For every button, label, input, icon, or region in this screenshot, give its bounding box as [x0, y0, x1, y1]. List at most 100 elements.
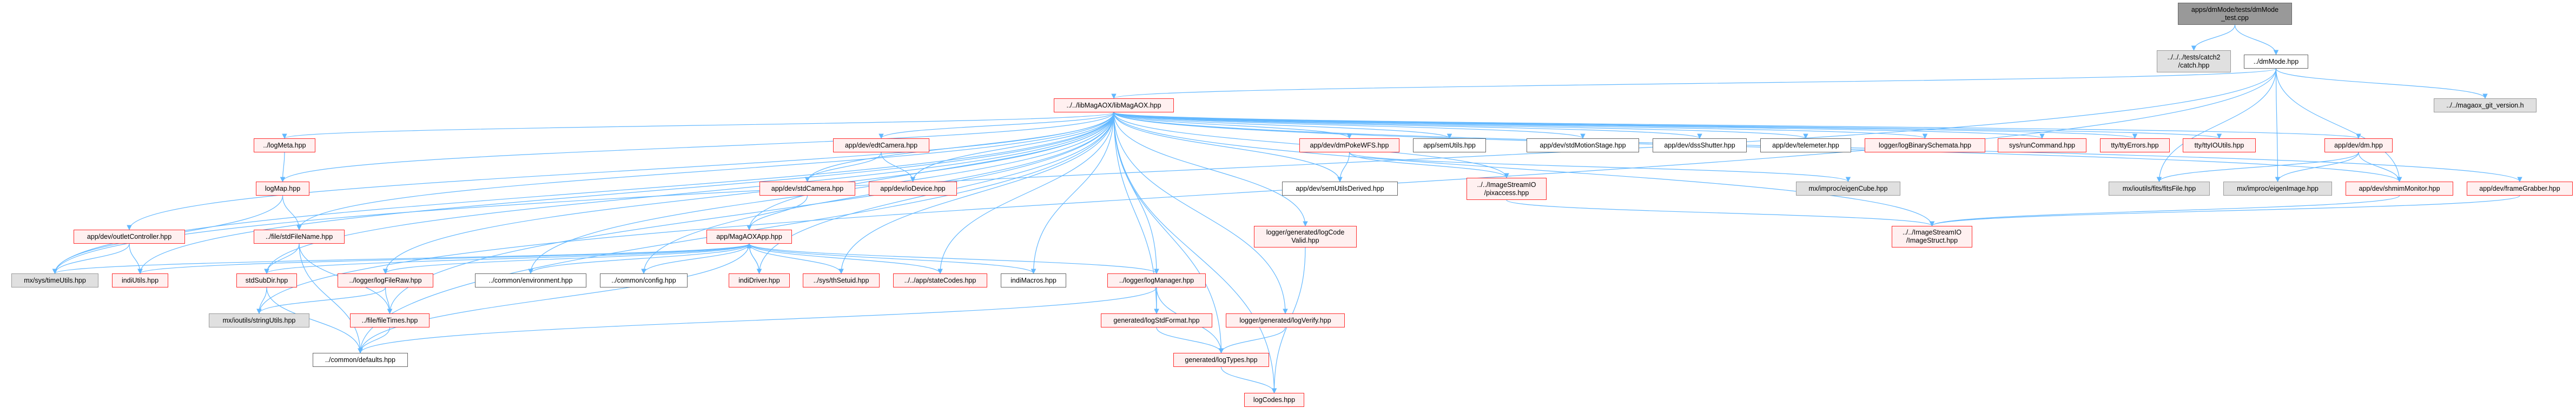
node-logManager[interactable]: ../logger/logManager.hpp [1107, 273, 1206, 287]
node-config[interactable]: ../common/config.hpp [600, 273, 688, 287]
node-eigenImage[interactable]: mx/improc/eigenImage.hpp [2223, 182, 2332, 196]
node-fileTimes[interactable]: ../file/fileTimes.hpp [350, 313, 430, 327]
edge-libMagAOX-to-dssShutter [1113, 112, 1702, 139]
node-defaults[interactable]: ../common/defaults.hpp [313, 353, 408, 367]
edge-libMagAOX-to-semUtilsDerived [1113, 112, 1343, 182]
edge-libMagAOX-to-outletController [127, 112, 1114, 230]
edge-MagAOXApp-to-indiUtils [137, 243, 750, 274]
node-logVerify[interactable]: logger/generated/logVerify.hpp [1226, 313, 1345, 327]
edge-libMagAOX-to-dm [1113, 112, 2361, 139]
node-edtCamera[interactable]: app/dev/edtCamera.hpp [833, 138, 929, 152]
node-logCodes[interactable]: logCodes.hpp [1244, 393, 1304, 407]
node-logMeta[interactable]: ../logMeta.hpp [254, 138, 315, 152]
node-catch[interactable]: ../../../tests/catch2 /catch.hpp [2157, 50, 2231, 72]
node-dmPokeWFS[interactable]: app/dev/dmPokeWFS.hpp [1299, 138, 1399, 152]
edge-libMagAOX-to-logBinarySchemata [1113, 112, 1927, 139]
node-logMap[interactable]: logMap.hpp [256, 182, 309, 196]
edge-libMagAOX-to-runCommand [1113, 112, 2045, 139]
node-stdCamera[interactable]: app/dev/stdCamera.hpp [759, 182, 855, 196]
node-dmMode[interactable]: ../dmMode.hpp [2244, 55, 2308, 69]
edge-outletController-to-indiUtils [129, 243, 143, 274]
node-libMagAOX[interactable]: ../../libMagAOX/libMagAOX.hpp [1054, 98, 1174, 112]
edge-libMagAOX-to-shmimMonitor [1113, 112, 2402, 182]
node-thSetuid[interactable]: ../sys/thSetuid.hpp [803, 273, 880, 287]
edge-libMagAOX-to-ttyIOUtils [1113, 112, 2222, 139]
node-logFileRaw[interactable]: ../logger/logFileRaw.hpp [338, 273, 433, 287]
node-ttyErrors[interactable]: tty/ttyErrors.hpp [2100, 138, 2170, 152]
edge-MagAOXApp-to-logManager [749, 243, 1159, 274]
node-pixaccess[interactable]: ../../ImageStreamIO /pixaccess.hpp [1467, 178, 1547, 200]
node-stdMotionStage[interactable]: app/dev/stdMotionStage.hpp [1527, 138, 1639, 152]
edge-libMagAOX-to-stdSubDir [264, 112, 1114, 274]
edge-dmMode-to-eigenImage [2275, 68, 2281, 182]
edge-dm-to-shmimMonitor [2358, 152, 2402, 182]
edge-libMagAOX-to-stdCamera [804, 112, 1114, 182]
edge-libMagAOX-to-logVerify [1113, 112, 1288, 314]
node-shmimMonitor[interactable]: app/dev/shmimMonitor.hpp [2346, 182, 2453, 196]
node-stdSubDir[interactable]: stdSubDir.hpp [236, 273, 297, 287]
edge-outletController-to-timeUtils [52, 243, 130, 274]
edge-MagAOXApp-to-environment [528, 243, 750, 274]
node-dm[interactable]: app/dev/dm.hpp [2324, 138, 2393, 152]
node-logBinarySchemata[interactable]: logger/logBinarySchemata.hpp [1865, 138, 1985, 152]
node-outletController[interactable]: app/dev/outletController.hpp [74, 230, 185, 244]
edge-libMagAOX-to-indiUtils [137, 112, 1114, 274]
edge-libMagAOX-to-fileTimes [387, 112, 1114, 314]
edge-logFileRaw-to-fileTimes [385, 287, 393, 314]
node-runCommand[interactable]: sys/runCommand.hpp [1998, 138, 2086, 152]
edge-libMagAOX-to-semUtils [1113, 112, 1452, 139]
node-telemeter[interactable]: app/dev/telemeter.hpp [1760, 138, 1851, 152]
node-MagAOXApp[interactable]: app/MagAOXApp.hpp [706, 230, 792, 244]
node-semUtilsDerived[interactable]: app/dev/semUtilsDerived.hpp [1282, 182, 1398, 196]
node-ioDevice[interactable]: app/dev/ioDevice.hpp [869, 182, 957, 196]
node-semUtils[interactable]: app/semUtils.hpp [1413, 138, 1486, 152]
node-ttyIOUtils[interactable]: tty/ttyIOUtils.hpp [2183, 138, 2256, 152]
edge-libMagAOX-to-logMap [280, 112, 1114, 182]
node-root[interactable]: apps/dmMode/tests/dmMode _test.cpp [2178, 3, 2292, 25]
edge-logStdFormat-to-logTypes [1156, 327, 1224, 353]
edge-MagAOXApp-to-thSetuid [749, 243, 844, 274]
node-ImageStruct[interactable]: ../../ImageStreamIO /ImageStruct.hpp [1892, 226, 1972, 248]
edge-dm-to-eigenImage [2275, 152, 2359, 182]
node-indiUtils[interactable]: indiUtils.hpp [112, 273, 168, 287]
node-logTypes[interactable]: generated/logTypes.hpp [1173, 353, 1269, 367]
edge-libMagAOX-to-indiMacros [1031, 112, 1114, 274]
edge-edtCamera-to-ioDevice [881, 152, 916, 182]
edge-pixaccess-to-ImageStruct [1506, 199, 1935, 226]
edge-edtCamera-to-stdCamera [804, 152, 882, 182]
node-indiMacros[interactable]: indiMacros.hpp [1001, 273, 1066, 287]
edge-libMagAOX-to-stdMotionStage [1113, 112, 1586, 139]
node-indiDriver[interactable]: indiDriver.hpp [729, 273, 790, 287]
node-gitver[interactable]: ../../magaox_git_version.h [2434, 98, 2537, 112]
node-logStdFormat[interactable]: generated/logStdFormat.hpp [1101, 313, 1212, 327]
edge-libMagAOX-to-logCodes [1113, 112, 1277, 393]
edge-libMagAOX-to-thSetuid [838, 112, 1114, 274]
node-environment[interactable]: ../common/environment.hpp [475, 273, 586, 287]
edge-stdSubDir-to-defaults [266, 287, 363, 353]
edge-MagAOXApp-to-config [641, 243, 750, 274]
node-stateCodes[interactable]: ../../app/stateCodes.hpp [893, 273, 987, 287]
edge-stdCamera-to-MagAOXApp [747, 195, 808, 230]
edge-dmMode-to-gitver [2275, 68, 2488, 99]
node-stdFileName[interactable]: ../file/stdFileName.hpp [254, 230, 345, 244]
edge-libMagAOX-to-ImageStruct [1113, 112, 1935, 226]
edge-dmPokeWFS-to-pixaccess [1349, 152, 1509, 178]
edge-dmMode-to-timeUtils [52, 68, 2277, 274]
edge-dmMode-to-shmimMonitor [2275, 68, 2402, 182]
node-stringUtils[interactable]: mx/ioutils/stringUtils.hpp [209, 313, 309, 327]
node-timeUtils[interactable]: mx/sys/timeUtils.hpp [11, 273, 98, 287]
edge-MagAOXApp-to-timeUtils [52, 243, 750, 274]
edge-dmMode-to-libMagAOX [1111, 68, 2277, 99]
edge-dmMode-to-stringUtils [256, 68, 2277, 314]
node-logCodeValid[interactable]: logger/generated/logCode Valid.hpp [1254, 226, 1357, 248]
node-fitsFile[interactable]: mx/ioutils/fits/fitsFile.hpp [2109, 182, 2210, 196]
edge-dmMode-to-fitsFile [2156, 68, 2277, 182]
edge-libMagAOX-to-telemeter [1113, 112, 1808, 139]
edge-root-to-dmMode [2234, 24, 2279, 55]
node-dssShutter[interactable]: app/dev/dssShutter.hpp [1653, 138, 1747, 152]
node-frameGrabber[interactable]: app/dev/frameGrabber.hpp [2467, 182, 2573, 196]
node-eigenCube[interactable]: mx/improc/eigenCube.hpp [1796, 182, 1900, 196]
edge-MagAOXApp-to-indiMacros [749, 243, 1036, 274]
edge-logVerify-to-logTypes [1218, 327, 1286, 353]
